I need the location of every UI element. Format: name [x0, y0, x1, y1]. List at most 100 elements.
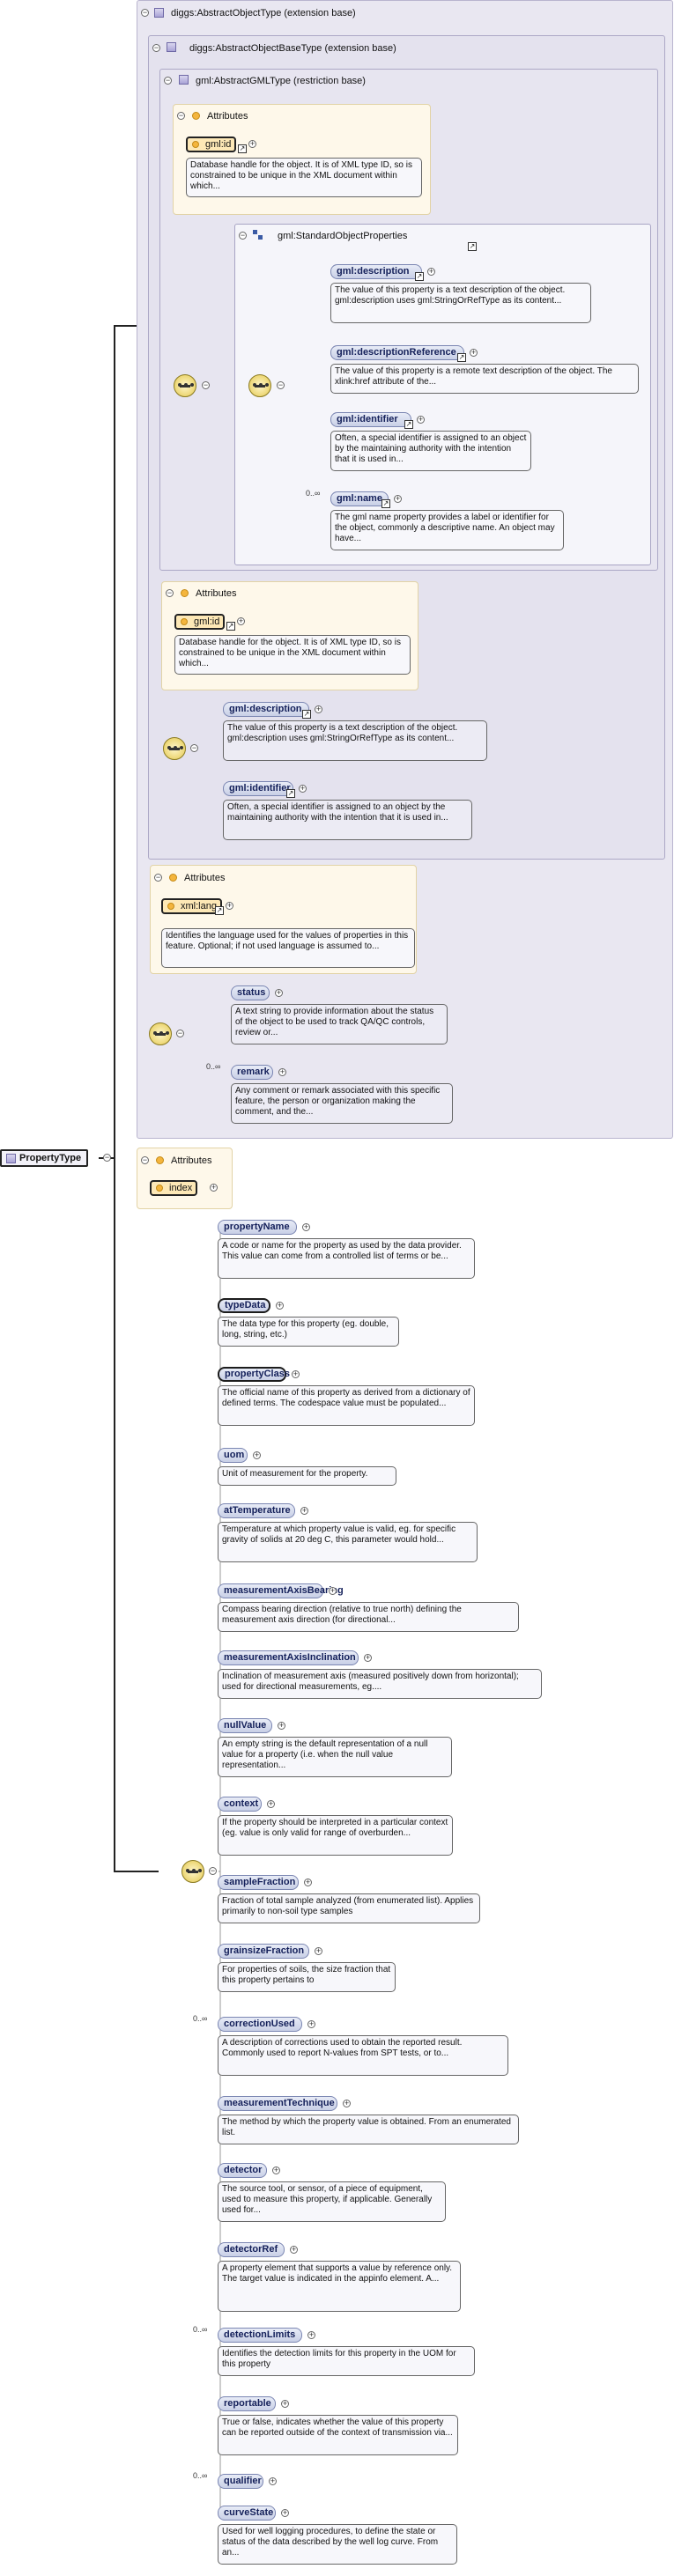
- element-measurement-axis-bearing[interactable]: measurementAxisBearing: [218, 1583, 344, 1598]
- expand-icon[interactable]: +: [304, 1878, 312, 1886]
- occurrence-label: 0..∞: [206, 1062, 221, 1071]
- element-correction-used[interactable]: correctionUsed: [218, 2017, 302, 2032]
- element-description: The official name of this property as de…: [218, 1385, 475, 1426]
- occurrence-label: 0..∞: [193, 2325, 208, 2334]
- element-description[interactable]: gml:description: [330, 264, 422, 279]
- expand-icon[interactable]: +: [276, 1301, 284, 1310]
- element-description: The data type for this property (eg. dou…: [218, 1317, 399, 1347]
- collapse-icon[interactable]: −: [166, 588, 174, 597]
- element-uom[interactable]: uom: [218, 1448, 248, 1463]
- expand-icon[interactable]: +: [237, 616, 245, 625]
- expand-icon[interactable]: +: [278, 1067, 286, 1076]
- element-detection-limits[interactable]: detectionLimits: [218, 2328, 302, 2343]
- expand-icon[interactable]: +: [267, 1799, 275, 1808]
- expand-icon[interactable]: +: [302, 1222, 310, 1231]
- collapse-icon[interactable]: −: [277, 380, 285, 389]
- sequence-icon: [163, 737, 186, 760]
- expand-icon[interactable]: +: [315, 705, 322, 713]
- expand-icon[interactable]: +: [329, 1586, 337, 1595]
- element-at-temperature[interactable]: atTemperature: [218, 1503, 295, 1518]
- collapse-icon[interactable]: −: [177, 111, 185, 120]
- attributes-title: Attributes: [207, 111, 248, 122]
- element-sample-fraction[interactable]: sampleFraction: [218, 1875, 299, 1890]
- expand-icon[interactable]: +: [427, 267, 435, 276]
- element-null-value[interactable]: nullValue: [218, 1718, 272, 1733]
- element-name[interactable]: gml:name: [330, 491, 389, 506]
- collapse-icon[interactable]: −: [152, 43, 160, 52]
- property-type-root[interactable]: PropertyType: [0, 1149, 89, 1167]
- element-identifier[interactable]: gml:identifier: [330, 412, 411, 427]
- collapse-icon[interactable]: −: [190, 743, 198, 752]
- collapse-icon[interactable]: −: [209, 1866, 217, 1875]
- element-reportable[interactable]: reportable: [218, 2396, 276, 2411]
- collapse-icon[interactable]: −: [202, 380, 210, 389]
- expand-icon[interactable]: +: [307, 2019, 315, 2028]
- expand-icon[interactable]: +: [281, 2399, 289, 2408]
- expand-icon[interactable]: +: [226, 901, 233, 910]
- element-type-data[interactable]: typeData: [218, 1298, 270, 1313]
- expand-icon[interactable]: +: [364, 1653, 372, 1662]
- element-description: For properties of soils, the size fracti…: [218, 1962, 396, 1992]
- expand-icon[interactable]: +: [299, 784, 307, 793]
- element-description-reference[interactable]: gml:descriptionReference: [330, 345, 464, 360]
- expand-icon[interactable]: +: [248, 139, 256, 148]
- collapse-icon[interactable]: −: [103, 1153, 111, 1162]
- element-description[interactable]: gml:description: [223, 702, 309, 717]
- attribute-xml-lang[interactable]: xml:lang: [161, 898, 222, 914]
- collapse-icon[interactable]: −: [141, 8, 149, 17]
- element-context[interactable]: context: [218, 1797, 262, 1812]
- element-measurement-axis-inclination[interactable]: measurementAxisInclination: [218, 1650, 359, 1665]
- link-icon: ↗: [404, 420, 413, 429]
- expand-icon[interactable]: +: [272, 2166, 280, 2174]
- expand-icon[interactable]: +: [307, 2330, 315, 2339]
- expand-icon[interactable]: +: [417, 415, 425, 424]
- expand-icon[interactable]: +: [269, 2476, 277, 2485]
- expand-icon[interactable]: +: [315, 1946, 322, 1955]
- element-grainsize-fraction[interactable]: grainsizeFraction: [218, 1944, 309, 1959]
- expand-icon[interactable]: +: [470, 348, 478, 357]
- collapse-icon[interactable]: −: [154, 873, 162, 882]
- collapse-icon[interactable]: −: [176, 1029, 184, 1037]
- attribute-gml-id[interactable]: gml:id: [174, 614, 226, 630]
- collapse-icon[interactable]: −: [164, 76, 172, 85]
- expand-icon[interactable]: +: [210, 1183, 218, 1192]
- element-status[interactable]: status: [231, 985, 270, 1000]
- attribute-index[interactable]: index: [150, 1180, 198, 1196]
- element-description: Unit of measurement for the property.: [218, 1466, 396, 1486]
- element-property-name[interactable]: propertyName: [218, 1220, 297, 1235]
- expand-icon[interactable]: +: [275, 988, 283, 997]
- gml-attributes-box: − Attributes gml:id ↗ + Database handle …: [173, 104, 431, 215]
- link-icon: ↗: [415, 272, 424, 281]
- element-remark[interactable]: remark: [231, 1065, 273, 1080]
- element-property-class[interactable]: propertyClass: [218, 1367, 290, 1382]
- expand-icon[interactable]: +: [300, 1506, 308, 1515]
- element-description: The value of this property is a text des…: [330, 283, 591, 323]
- element-description: The value of this property is a remote t…: [330, 364, 639, 394]
- link-icon: ↗: [226, 622, 235, 631]
- expand-icon[interactable]: +: [281, 2508, 289, 2517]
- element-description: A property element that supports a value…: [218, 2261, 461, 2312]
- element-curve-state[interactable]: curveState: [218, 2506, 276, 2521]
- occurrence-label: 0..∞: [193, 2471, 208, 2480]
- collapse-icon[interactable]: −: [239, 231, 247, 240]
- expand-icon[interactable]: +: [278, 1721, 285, 1730]
- collapse-icon[interactable]: −: [141, 1155, 149, 1164]
- element-detector[interactable]: detector: [218, 2163, 267, 2178]
- element-description: Fraction of total sample analyzed (from …: [218, 1893, 480, 1923]
- expand-icon[interactable]: +: [290, 2245, 298, 2254]
- attribute-gml-id[interactable]: gml:id: [186, 137, 237, 152]
- standard-object-properties-box: − gml:StandardObjectProperties ↗: [234, 224, 651, 565]
- element-description: The source tool, or sensor, of a piece o…: [218, 2181, 446, 2222]
- element-description: Any comment or remark associated with th…: [231, 1083, 453, 1124]
- expand-icon[interactable]: +: [343, 2099, 351, 2107]
- element-qualifier[interactable]: qualifier: [218, 2474, 263, 2489]
- expand-icon[interactable]: +: [292, 1369, 300, 1378]
- sequence-icon: [181, 1860, 204, 1883]
- sequence-icon: [174, 374, 196, 397]
- element-identifier[interactable]: gml:identifier: [223, 781, 293, 796]
- expand-icon[interactable]: +: [394, 494, 402, 503]
- expand-icon[interactable]: +: [253, 1450, 261, 1459]
- attribute-description: Database handle for the object. It is of…: [174, 635, 411, 675]
- element-detector-ref[interactable]: detectorRef: [218, 2242, 285, 2257]
- element-measurement-technique[interactable]: measurementTechnique: [218, 2096, 337, 2111]
